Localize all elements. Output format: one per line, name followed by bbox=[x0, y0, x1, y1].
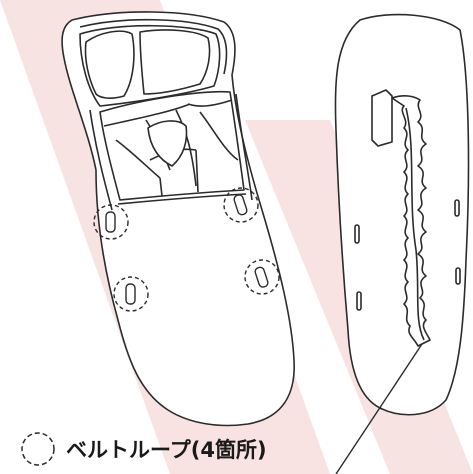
legend-label: ベルトループ(4箇所) bbox=[66, 438, 267, 462]
liner-back-outline bbox=[335, 15, 468, 415]
legend: ベルトループ(4箇所) bbox=[22, 433, 267, 465]
slot-3 bbox=[455, 200, 459, 216]
slot-1 bbox=[355, 225, 359, 243]
dashed-circle-icon bbox=[22, 433, 54, 465]
slot-4 bbox=[456, 268, 460, 284]
slot-2 bbox=[357, 292, 361, 310]
top-clip bbox=[372, 90, 392, 146]
seat-liner-back bbox=[335, 15, 468, 415]
headrest-pad-right bbox=[140, 30, 210, 94]
headrest-pad-left bbox=[85, 31, 133, 98]
